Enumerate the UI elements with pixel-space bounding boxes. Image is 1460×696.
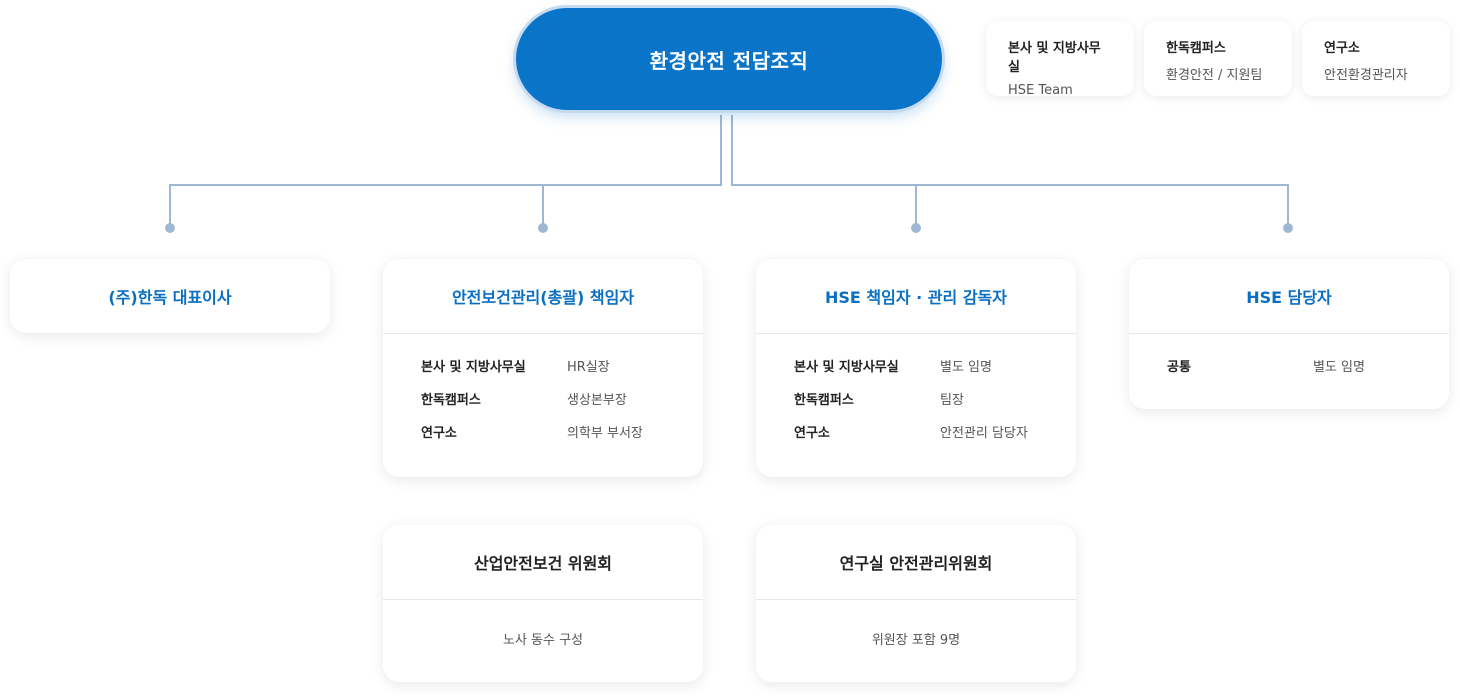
card-industrial-committee-body: 노사 동수 구성 [383, 599, 703, 648]
connector-dot [911, 223, 921, 233]
card-safety-manager: 안전보건관리(총괄) 책임자 본사 및 지방사무실 HR실장 한독캠퍼스 생상본… [383, 259, 703, 477]
info-card-title: 본사 및 지방사무실 [1008, 41, 1101, 75]
row-value: HR실장 [567, 360, 610, 375]
card-industrial-safety-committee: 산업안전보건 위원회 노사 동수 구성 [383, 525, 703, 682]
table-row: 연구소 안전관리 담당자 [756, 422, 1076, 455]
table-row: 본사 및 지방사무실 HR실장 [383, 356, 703, 389]
card-industrial-committee-title: 산업안전보건 위원회 [473, 554, 613, 573]
row-value: 생상본부장 [567, 393, 627, 408]
card-hse-staff-title: HSE 담당자 [1246, 288, 1332, 307]
card-hse-supervisor: HSE 책임자 · 관리 감독자 본사 및 지방사무실 별도 임명 한독캠퍼스 … [756, 259, 1076, 477]
row-value: 안전관리 담당자 [940, 426, 1028, 441]
connector-to-hse-staff [731, 115, 1289, 228]
row-value: 의학부 부서장 [567, 426, 643, 441]
card-lab-committee-body: 위원장 포함 9명 [756, 599, 1076, 648]
root-node-title: 환경안전 전담조직 [649, 48, 809, 73]
row-value: 팀장 [940, 393, 964, 408]
row-key: 한독캠퍼스 [421, 393, 481, 408]
connector-dot [1283, 223, 1293, 233]
card-hse-staff-body: 공통 별도 임명 [1129, 333, 1449, 389]
card-hse-supervisor-title: HSE 책임자 · 관리 감독자 [825, 288, 1007, 307]
row-key: 연구소 [421, 426, 457, 441]
table-row: 공통 별도 임명 [1129, 356, 1449, 389]
row-key: 한독캠퍼스 [794, 393, 854, 408]
card-lab-committee-note: 위원장 포함 9명 [871, 633, 961, 648]
row-key: 공통 [1167, 360, 1191, 375]
row-key: 연구소 [794, 426, 830, 441]
row-value: 별도 임명 [940, 360, 992, 375]
table-row: 본사 및 지방사무실 별도 임명 [756, 356, 1076, 389]
card-ceo-title: (주)한독 대표이사 [108, 288, 232, 307]
card-lab-safety-committee: 연구실 안전관리위원회 위원장 포함 9명 [756, 525, 1076, 682]
row-key: 본사 및 지방사무실 [794, 360, 899, 375]
root-node-hse-organization: 환경안전 전담조직 [516, 8, 942, 110]
info-card-sub: HSE Team [1008, 83, 1073, 98]
card-industrial-committee-note: 노사 동수 구성 [502, 633, 584, 648]
card-lab-committee-title: 연구실 안전관리위원회 [839, 554, 993, 573]
connector-to-ceo [169, 115, 722, 228]
info-card-headquarters: 본사 및 지방사무실 HSE Team [986, 21, 1134, 98]
card-safety-manager-body: 본사 및 지방사무실 HR실장 한독캠퍼스 생상본부장 연구소 의학부 부서장 [383, 333, 703, 455]
info-card-sub: 안전환경관리자 [1324, 68, 1408, 83]
info-card-sub: 환경안전 / 지원팀 [1166, 68, 1263, 83]
card-hse-staff: HSE 담당자 공통 별도 임명 [1129, 259, 1449, 409]
row-value: 별도 임명 [1313, 360, 1365, 375]
info-card-title: 연구소 [1324, 41, 1360, 56]
card-safety-manager-title: 안전보건관리(총괄) 책임자 [451, 288, 635, 307]
card-ceo: (주)한독 대표이사 [10, 259, 330, 333]
info-card-campus: 한독캠퍼스 환경안전 / 지원팀 [1144, 21, 1292, 96]
table-row: 한독캠퍼스 생상본부장 [383, 389, 703, 422]
card-hse-supervisor-body: 본사 및 지방사무실 별도 임명 한독캠퍼스 팀장 연구소 안전관리 담당자 [756, 333, 1076, 455]
table-row: 한독캠퍼스 팀장 [756, 389, 1076, 422]
connector-dot [538, 223, 548, 233]
info-card-lab: 연구소 안전환경관리자 [1302, 21, 1450, 96]
info-card-title: 한독캠퍼스 [1166, 41, 1226, 56]
connector-dot [165, 223, 175, 233]
row-key: 본사 및 지방사무실 [421, 360, 526, 375]
table-row: 연구소 의학부 부서장 [383, 422, 703, 455]
